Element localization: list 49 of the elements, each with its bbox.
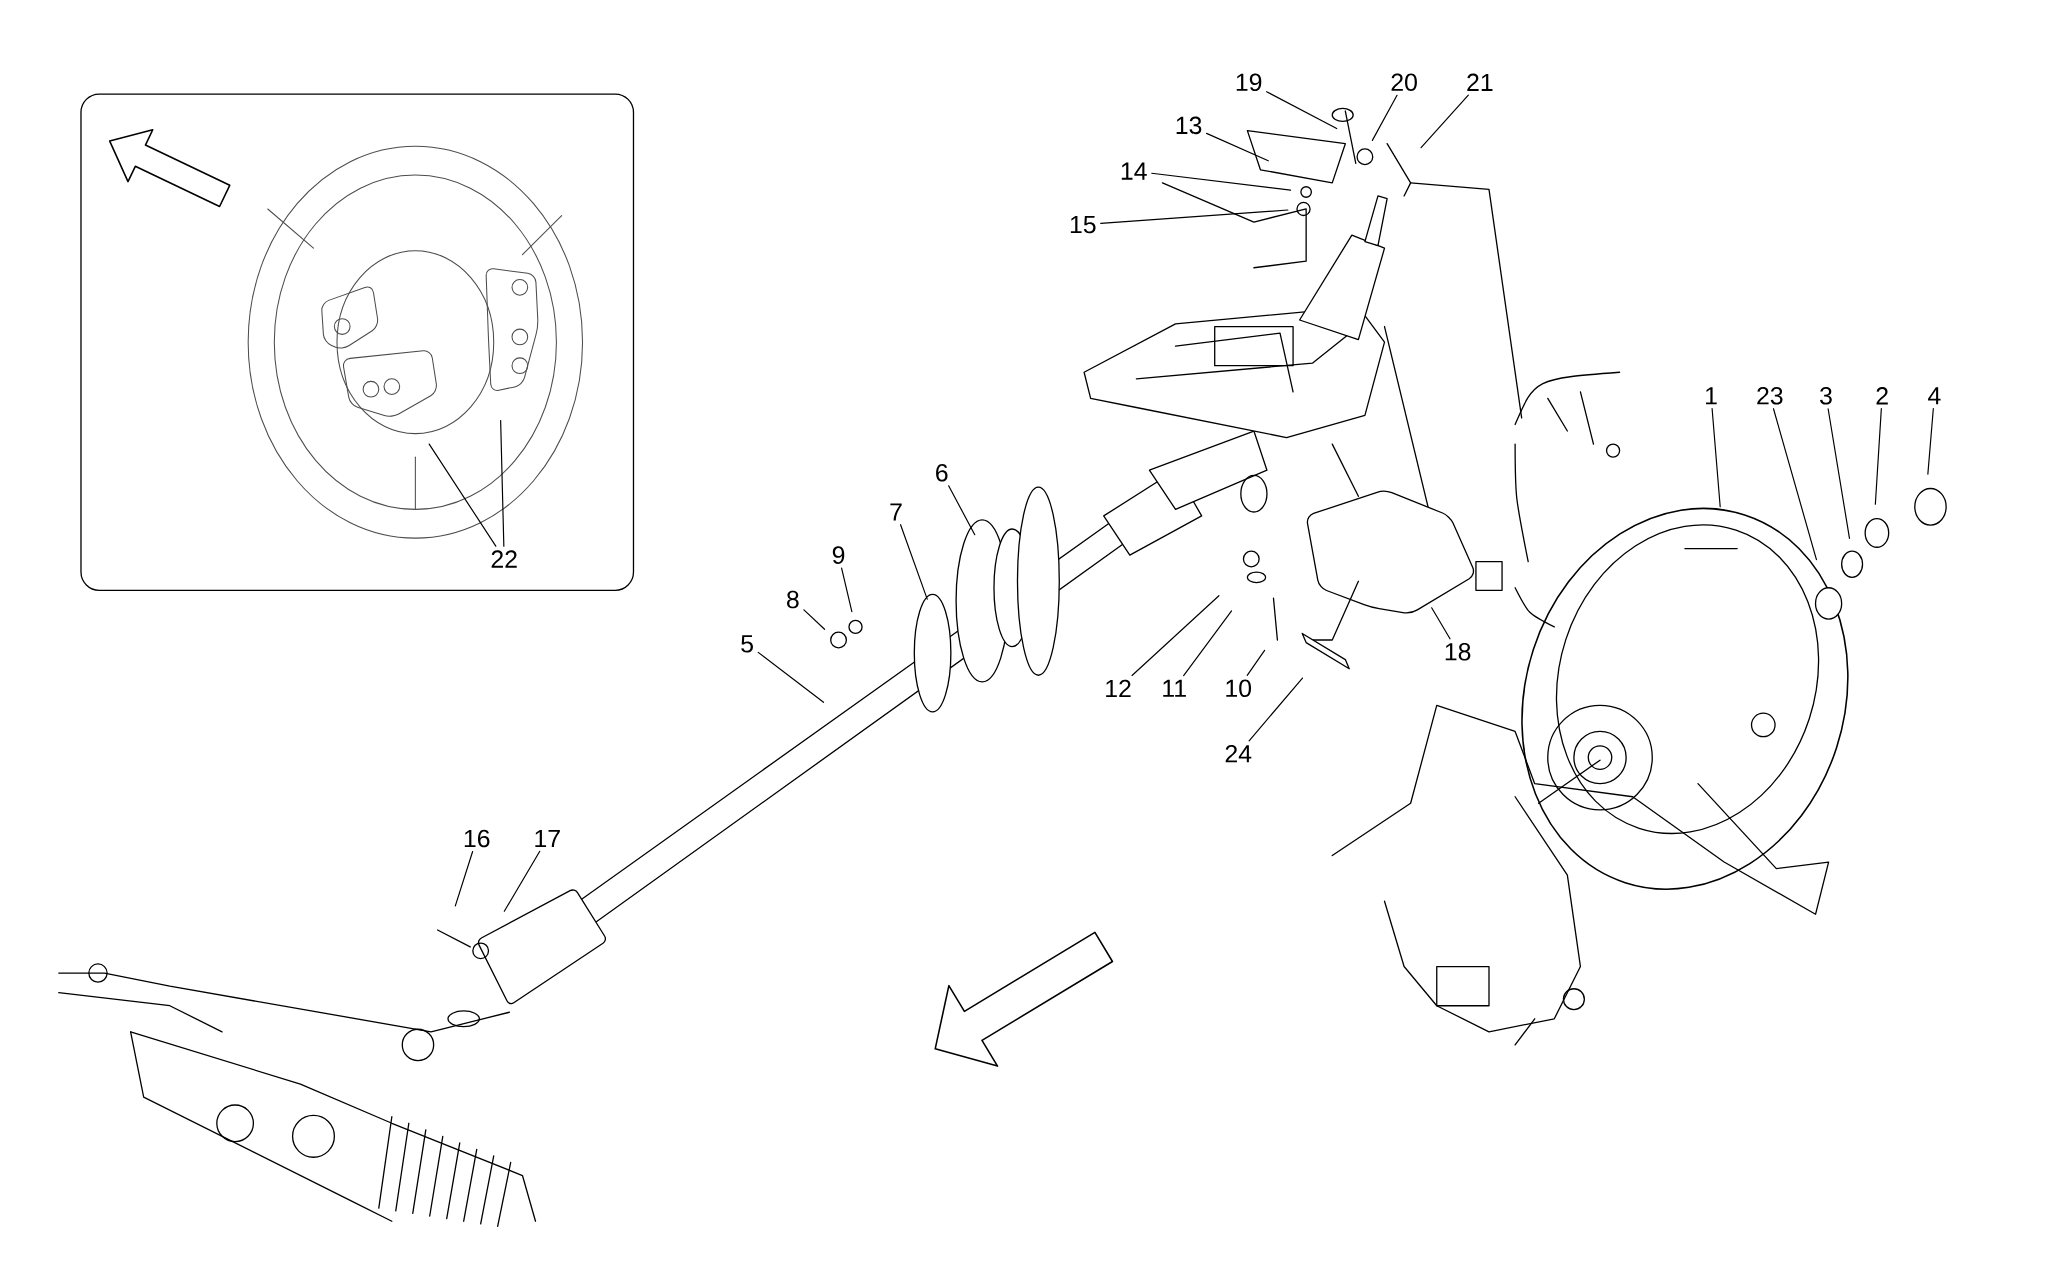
callout-number: 2: [1876, 387, 1888, 405]
leader-line: [900, 524, 928, 600]
leader-line: [1711, 407, 1721, 508]
leader-line: [1927, 407, 1934, 475]
leader-line: [1431, 607, 1451, 640]
leader-line: [1131, 595, 1220, 676]
leader-line: [1266, 91, 1338, 130]
callout-number: 8: [787, 590, 799, 609]
callout-number: 17: [535, 829, 560, 847]
callout-number: 22: [491, 550, 517, 568]
leader-line: [1183, 610, 1233, 677]
leader-line: [1420, 94, 1469, 149]
callout-number: 16: [464, 829, 490, 848]
callout-number: 18: [1445, 642, 1471, 661]
callout-number: 14: [1121, 162, 1147, 180]
leader-line: [503, 850, 541, 912]
callout-number: 1: [1706, 387, 1717, 405]
callout-number: 7: [890, 503, 902, 521]
leader-line: [1206, 132, 1269, 162]
callout-number: 21: [1467, 73, 1493, 91]
callout-number: 13: [1176, 116, 1202, 135]
leader-line: [500, 419, 505, 547]
leader-line: [1151, 172, 1292, 191]
callout-number: 11: [1163, 679, 1186, 697]
leader-line: [1371, 94, 1398, 141]
leader-line: [1100, 209, 1289, 224]
leader-line: [1874, 407, 1882, 505]
leader-line: [1246, 649, 1266, 676]
callout-number: 3: [1820, 386, 1832, 405]
callout-number: 12: [1106, 679, 1131, 697]
callout-number: 6: [936, 463, 948, 482]
callout-number: 10: [1226, 679, 1252, 698]
callout-number: 19: [1236, 73, 1262, 91]
leader-line: [1827, 408, 1851, 539]
leader-line: [1772, 408, 1818, 561]
leader-line: [1248, 677, 1304, 742]
leader-line: [841, 567, 853, 613]
callout-number: 24: [1225, 744, 1252, 763]
leader-line: [454, 850, 474, 907]
leader-line: [948, 485, 976, 536]
callout-number: 23: [1757, 386, 1783, 405]
leader-line: [757, 651, 825, 703]
callout-number: 9: [832, 546, 845, 564]
callout-number: 5: [741, 635, 753, 653]
callout-number: 15: [1070, 215, 1096, 234]
leader-line: [428, 443, 497, 547]
callout-number: 20: [1391, 73, 1417, 91]
leader-line: [803, 609, 826, 630]
callout-number: 4: [1928, 387, 1941, 405]
